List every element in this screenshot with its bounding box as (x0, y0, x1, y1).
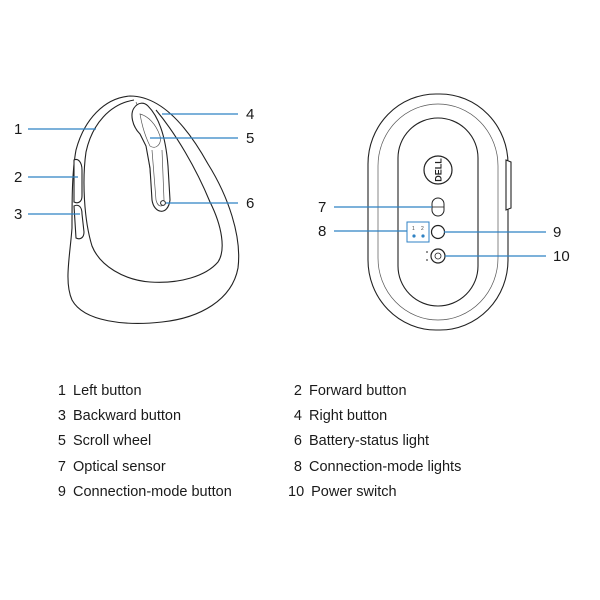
legend-label: Backward button (73, 408, 182, 424)
mode-light-label-1: 1 (412, 226, 415, 232)
bottom-body-outline (367, 93, 509, 331)
dell-logo-text: DELL (434, 158, 444, 182)
top-view-callouts: 1 2 3 4 5 6 (14, 106, 254, 223)
legend-number: 1 (57, 383, 66, 399)
dell-logo-icon (423, 155, 453, 185)
backward-button-shape (73, 204, 85, 240)
legend-number: 7 (57, 459, 66, 475)
legend-number: 9 (57, 484, 66, 500)
power-switch-dot-2 (426, 259, 428, 261)
scroll-wheel-housing (131, 102, 171, 212)
legend-item-optical-sensor: 7 Optical sensor (52, 458, 166, 476)
side-button-edge (505, 159, 512, 211)
scroll-slot (151, 149, 165, 207)
callout-10: 10 (553, 248, 570, 265)
legend-item-connection-mode-lights: 8 Connection-mode lights (288, 458, 461, 476)
legend-number: 10 (288, 484, 305, 500)
legend-number: 4 (293, 408, 302, 424)
legend-label: Forward button (309, 383, 407, 399)
mode-light-2 (421, 234, 425, 238)
legend-number: 8 (293, 459, 302, 475)
bottom-view-mouse: DELL 1 2 (367, 93, 512, 331)
mode-light-1 (412, 234, 416, 238)
legend-number: 6 (293, 433, 302, 449)
legend-item-connection-mode-button: 9 Connection-mode button (52, 483, 232, 501)
bottom-view-callouts: 7 8 9 10 (318, 199, 570, 265)
legend-item-forward-button: 2 Forward button (288, 382, 407, 400)
legend-label: Connection-mode lights (309, 459, 462, 475)
legend-item-right-button: 4 Right button (288, 407, 387, 425)
bottom-plate (397, 117, 479, 307)
legend-item-power-switch: 10 Power switch (288, 483, 397, 501)
callout-7: 7 (318, 199, 326, 216)
mode-light-label-2: 2 (421, 226, 424, 232)
mode-lights-frame (406, 221, 430, 243)
power-switch-knob (434, 252, 442, 260)
legend-number: 2 (293, 383, 302, 399)
legend-number: 5 (57, 433, 66, 449)
forward-button-shape (73, 158, 83, 204)
legend-item-left-button: 1 Left button (52, 382, 142, 400)
legend-label: Right button (309, 408, 388, 424)
callout-3: 3 (14, 206, 22, 223)
legend-label: Battery-status light (309, 433, 430, 449)
top-cover-edge (83, 99, 223, 283)
callout-6: 6 (246, 195, 254, 212)
parts-legend: 1 Left button 2 Forward button 3 Backward b… (0, 378, 600, 508)
legend-label: Scroll wheel (73, 433, 152, 449)
legend-item-backward-button: 3 Backward button (52, 407, 181, 425)
legend-label: Optical sensor (73, 459, 166, 475)
callout-4: 4 (246, 106, 254, 123)
callout-5: 5 (246, 130, 254, 147)
callout-2: 2 (14, 169, 22, 186)
power-switch-shape (430, 248, 446, 264)
legend-label: Connection-mode button (73, 484, 232, 500)
legend-item-battery-status-light: 6 Battery-status light (288, 432, 429, 450)
legend-number: 3 (57, 408, 66, 424)
top-view-mouse (67, 95, 240, 324)
callout-8: 8 (318, 223, 326, 240)
connection-mode-button-shape (430, 224, 446, 240)
callout-1: 1 (14, 121, 22, 138)
bottom-body-inner (377, 103, 499, 321)
battery-status-light (160, 200, 166, 206)
callout-9: 9 (553, 224, 561, 241)
power-switch-dot-1 (426, 251, 428, 253)
scroll-wheel (139, 113, 161, 148)
legend-label: Power switch (311, 484, 397, 500)
legend-label: Left button (73, 383, 142, 399)
legend-item-scroll-wheel: 5 Scroll wheel (52, 432, 151, 450)
